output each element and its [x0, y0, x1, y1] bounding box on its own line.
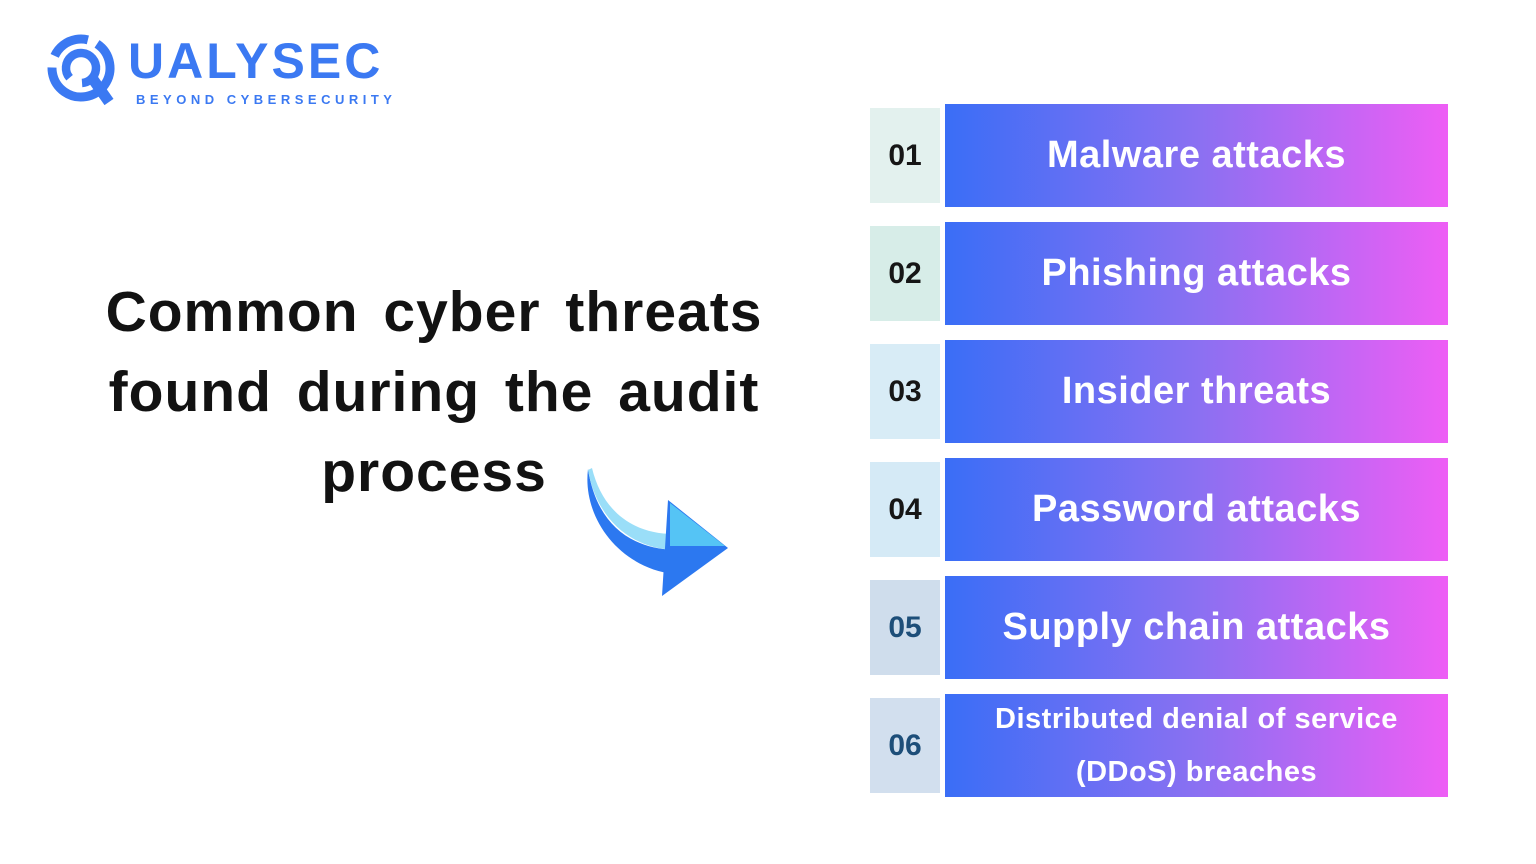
threat-number: 03	[870, 344, 940, 439]
page-title: Common cyber threats found during the au…	[28, 272, 840, 512]
threat-row-5: 05 Supply chain attacks	[870, 576, 1448, 679]
threat-label: Insider threats	[945, 340, 1448, 443]
threat-number: 04	[870, 462, 940, 557]
curved-arrow-icon	[578, 466, 730, 606]
threat-label: Supply chain attacks	[945, 576, 1448, 679]
threat-list: 01 Malware attacks 02 Phishing attacks 0…	[870, 104, 1448, 797]
threat-row-6: 06 Distributed denial of service (DDoS) …	[870, 694, 1448, 797]
logo-text: UALYSEC BEYOND CYBERSECURITY	[128, 30, 396, 107]
threat-number: 05	[870, 580, 940, 675]
threat-label: Distributed denial of service (DDoS) bre…	[945, 694, 1448, 797]
threat-label: Phishing attacks	[945, 222, 1448, 325]
threat-number: 06	[870, 698, 940, 793]
threat-number: 02	[870, 226, 940, 321]
qualysec-logo: UALYSEC BEYOND CYBERSECURITY	[44, 30, 396, 110]
logo-wordmark: UALYSEC	[128, 33, 384, 89]
qualysec-q-icon	[47, 34, 115, 106]
logo-tagline: BEYOND CYBERSECURITY	[136, 92, 397, 107]
title-line-2: found during the audit	[108, 360, 760, 424]
threat-row-1: 01 Malware attacks	[870, 104, 1448, 207]
title-line-1: Common cyber threats	[105, 280, 763, 344]
title-line-3: process	[321, 440, 547, 504]
threat-row-3: 03 Insider threats	[870, 340, 1448, 443]
threat-row-4: 04 Password attacks	[870, 458, 1448, 561]
threat-label: Password attacks	[945, 458, 1448, 561]
threat-label: Malware attacks	[945, 104, 1448, 207]
threat-number: 01	[870, 108, 940, 203]
threat-row-2: 02 Phishing attacks	[870, 222, 1448, 325]
